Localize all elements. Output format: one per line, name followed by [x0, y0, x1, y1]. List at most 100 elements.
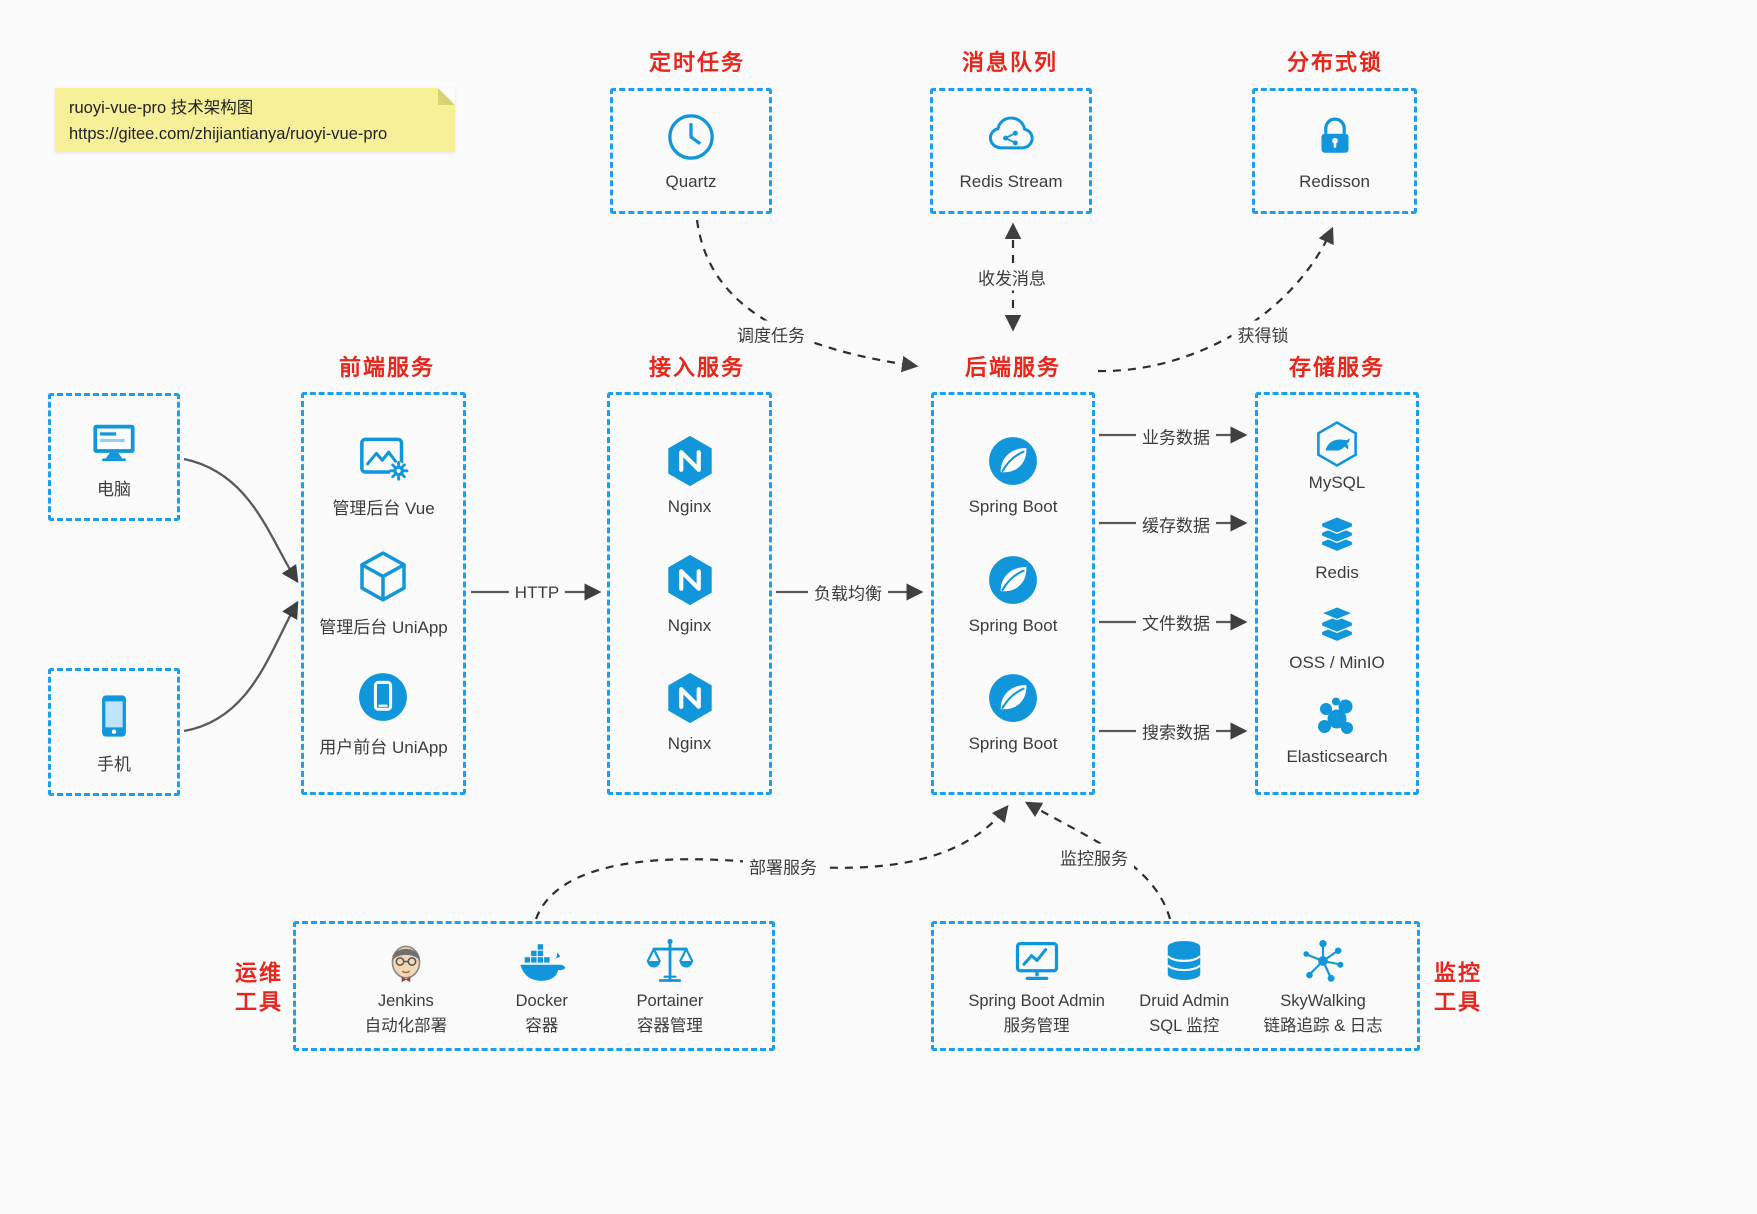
mobile-client-box: 手机 — [48, 668, 180, 796]
note-url: https://gitee.com/zhijiantianya/ruoyi-vu… — [69, 124, 388, 143]
mobile-label: 手机 — [97, 754, 131, 774]
arrow-monitor-service — [1024, 801, 1172, 920]
node-redis: Redis — [1315, 514, 1359, 583]
edge-label-schedule-task: 调度任务 — [731, 320, 811, 348]
edge-label-business-data: 业务数据 — [1136, 422, 1216, 450]
node-portainer: Portainer 容器管理 — [636, 935, 703, 1038]
node-label: Elasticsearch — [1286, 747, 1388, 766]
node-label: Spring Boot Admin — [968, 991, 1105, 1010]
mobile-icon — [102, 694, 126, 737]
node-label: Nginx — [667, 733, 712, 753]
node-nginx-2: Nginx — [662, 552, 718, 636]
nginx-icon — [667, 436, 712, 487]
arrow-desktop-to-frontend — [183, 457, 299, 584]
redisson-label: Redisson — [1299, 171, 1370, 191]
node-label: Jenkins — [377, 991, 434, 1010]
node-label: Spring Boot — [968, 497, 1058, 517]
title-frontend-services: 前端服务 — [338, 355, 436, 380]
quartz-label: Quartz — [665, 171, 717, 191]
note-title: ruoyi-vue-pro 技术架构图 — [69, 99, 254, 117]
sticky-note: ruoyi-vue-pro 技术架构图 https://gitee.com/zh… — [55, 88, 455, 152]
node-skywalking: SkyWalking 链路追踪 & 日志 — [1263, 935, 1383, 1038]
node-sublabel: 容器管理 — [636, 1017, 703, 1035]
edge-label-deploy-service: 部署服务 — [743, 852, 823, 880]
clock-icon — [668, 113, 714, 160]
edge-label-file-data: 文件数据 — [1136, 608, 1216, 636]
lock-icon — [1320, 117, 1349, 153]
node-label: Nginx — [667, 615, 712, 635]
node-druid-admin: Druid Admin SQL 监控 — [1139, 935, 1229, 1038]
node-label: 用户前台 UniApp — [319, 737, 448, 757]
node-spring-boot-1: Spring Boot — [968, 433, 1058, 517]
oss-minio-icon — [1320, 606, 1354, 643]
elasticsearch-icon — [1317, 697, 1353, 734]
node-label: Spring Boot — [968, 733, 1058, 753]
redisson-box: Redisson — [1252, 88, 1417, 214]
jenkins-icon — [391, 945, 421, 982]
node-admin-uniapp: 管理后台 UniApp — [319, 549, 448, 638]
storage-services-box: MySQL Redis OSS / MinIO — [1255, 392, 1419, 795]
title-scheduled-tasks: 定时任务 — [648, 50, 746, 75]
node-label: Spring Boot — [968, 615, 1058, 635]
ops-tools-box: Jenkins 自动化部署 Docker 容器 — [293, 921, 775, 1051]
node-label: Redis — [1315, 563, 1359, 582]
node-label: Portainer — [636, 991, 704, 1010]
node-sublabel: 容器 — [525, 1017, 559, 1035]
skywalking-icon — [1303, 939, 1344, 982]
node-label: Docker — [515, 991, 568, 1010]
node-user-uniapp: 用户前台 UniApp — [319, 669, 448, 758]
ops-tools-side-label: 运维 工具 — [234, 960, 284, 1014]
uniapp-user-icon — [359, 672, 408, 721]
node-spring-boot-admin: Spring Boot Admin 服务管理 — [968, 935, 1105, 1038]
title-message-queue: 消息队列 — [961, 50, 1059, 75]
note-fold-corner — [438, 88, 455, 105]
node-sublabel: 服务管理 — [1003, 1017, 1070, 1035]
desktop-icon — [93, 424, 135, 461]
frontend-services-box: 管理后台 Vue 管理后台 UniApp 用户前台 UniApp — [301, 392, 466, 795]
spring-boot-icon — [989, 437, 1037, 486]
node-nginx-3: Nginx — [662, 670, 718, 754]
node-nginx-1: Nginx — [662, 433, 718, 517]
edge-label-send-receive-msg: 收发消息 — [972, 263, 1052, 291]
uniapp-admin-icon — [360, 551, 407, 602]
redis-stream-label: Redis Stream — [959, 171, 1063, 191]
node-spring-boot-2: Spring Boot — [968, 552, 1058, 636]
node-oss-minio: OSS / MinIO — [1289, 604, 1385, 673]
backend-services-box: Spring Boot Spring Boot Spring Boot — [931, 392, 1095, 795]
edge-label-load-balance: 负载均衡 — [808, 578, 888, 606]
spring-boot-admin-icon — [1015, 941, 1058, 980]
title-distributed-lock: 分布式锁 — [1286, 50, 1384, 75]
edge-label-search-data: 搜索数据 — [1136, 717, 1216, 745]
node-label: 管理后台 Vue — [332, 498, 435, 518]
node-spring-boot-3: Spring Boot — [968, 670, 1058, 754]
nginx-icon — [667, 554, 712, 605]
node-label: Nginx — [667, 497, 712, 517]
access-services-box: Nginx Nginx Nginx — [607, 392, 772, 795]
spring-boot-icon — [989, 555, 1037, 604]
edge-label-acquire-lock: 获得锁 — [1231, 320, 1295, 348]
node-mysql: MySQL — [1308, 420, 1366, 493]
title-backend-services: 后端服务 — [964, 355, 1062, 380]
redis-stream-box: Redis Stream — [930, 88, 1092, 214]
node-label: OSS / MinIO — [1289, 653, 1385, 672]
nginx-icon — [667, 672, 712, 723]
node-label: MySQL — [1308, 473, 1366, 492]
edge-label-monitor-service: 监控服务 — [1054, 843, 1134, 871]
druid-icon — [1167, 940, 1202, 980]
title-storage-services: 存储服务 — [1288, 355, 1386, 380]
docker-icon — [520, 943, 566, 981]
title-access-services: 接入服务 — [648, 355, 746, 380]
node-docker: Docker 容器 — [516, 935, 568, 1038]
redis-icon — [1320, 516, 1354, 553]
node-label: SkyWalking — [1280, 991, 1366, 1010]
monitoring-tools-side-label: 监控 工具 — [1433, 960, 1483, 1014]
mysql-icon — [1317, 421, 1357, 467]
node-sublabel: 自动化部署 — [364, 1017, 448, 1035]
arrow-mobile-to-frontend — [183, 600, 299, 733]
edge-label-http: HTTP — [508, 582, 566, 604]
node-elasticsearch: Elasticsearch — [1286, 694, 1388, 767]
node-label: Druid Admin — [1139, 991, 1230, 1010]
portainer-icon — [646, 938, 694, 982]
